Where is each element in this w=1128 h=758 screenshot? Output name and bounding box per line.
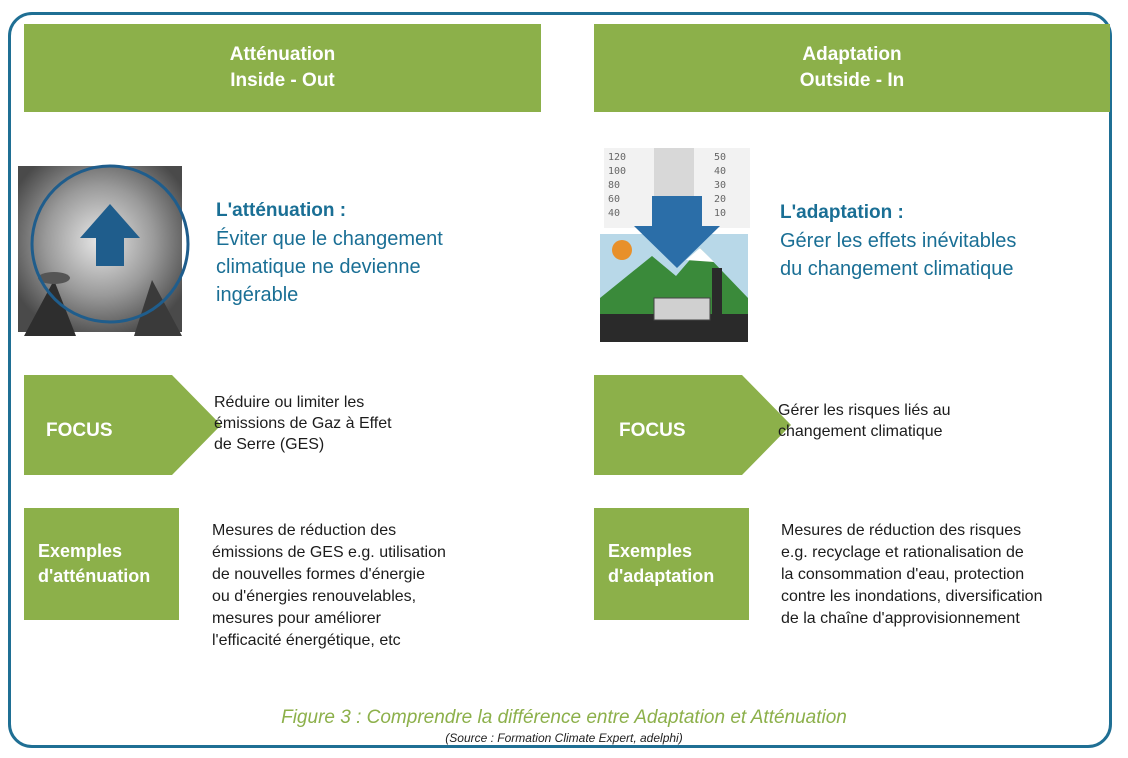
examples-text-adaptation: Mesures de réduction des risques e.g. re… [781,520,1042,630]
examples-text-line: l'efficacité énergétique, etc [212,632,401,649]
focus-text-line: émissions de Gaz à Effet [214,415,392,432]
focus-text-line: changement climatique [778,423,943,440]
examples-text-line: ou d'énergies renouvelables, [212,588,417,605]
examples-text-line: émissions de GES e.g. utilisation [212,544,446,561]
examples-text-line: contre les inondations, diversification [781,588,1043,605]
definition-adaptation-line: Gérer les effets inévitables [780,230,1017,252]
tick-right-5: 10 [714,208,726,219]
definition-attenuation-title: L'atténuation : [216,200,347,221]
header-attenuation: Atténuation Inside - Out [24,24,541,112]
examples-box-attenuation: Exemples d'atténuation [24,508,179,620]
header-attenuation-title: Atténuation [229,44,336,65]
figure-caption: Figure 3 : Comprendre la différence entr… [281,707,847,728]
header-adaptation-subtitle: Outside - In [799,70,905,91]
focus-arrow-adaptation: FOCUS [594,375,791,475]
tick-right-1: 50 [714,152,726,163]
smokestack-arrow-up-icon [14,160,204,336]
focus-label-adaptation: FOCUS [619,420,686,441]
examples-text-line: e.g. recyclage et rationalisation de [781,544,1024,561]
tick-left-4: 60 [608,194,620,205]
focus-text-attenuation: Réduire ou limiter les émissions de Gaz … [214,392,392,455]
focus-text-line: Gérer les risques liés au [778,402,951,419]
examples-label: Exemples [38,541,123,561]
focus-text-line: de Serre (GES) [214,436,325,453]
focus-label-attenuation: FOCUS [46,420,113,441]
tick-left-1: 120 [608,152,626,163]
focus-text-line: Réduire ou limiter les [214,394,365,411]
figure-frame [8,12,1112,748]
definition-attenuation-line: climatique ne devienne [216,256,421,278]
examples-text-line: de nouvelles formes d'énergie [212,566,425,583]
examples-text-line: mesures pour améliorer [212,610,381,627]
header-adaptation-title: Adaptation [802,44,902,65]
examples-label: Exemples [608,541,693,561]
tick-right-3: 30 [714,180,726,191]
definition-adaptation-title: L'adaptation : [780,202,904,223]
figure-source: (Source : Formation Climate Expert, adel… [445,731,683,745]
tick-right-4: 20 [714,194,726,205]
tick-right-2: 40 [714,166,726,177]
definition-adaptation-line: du changement climatique [780,258,1014,280]
examples-text-attenuation: Mesures de réduction des émissions de GE… [212,520,446,652]
examples-text-line: Mesures de réduction des [212,522,397,539]
header-adaptation: Adaptation Outside - In [594,24,1110,112]
examples-text-line: la consommation d'eau, protection [781,566,1025,583]
examples-box-adaptation: Exemples d'adaptation [594,508,749,620]
focus-text-adaptation: Gérer les risques liés au changement cli… [778,400,951,442]
definition-attenuation-line: ingérable [216,284,299,306]
definition-adaptation-text: Gérer les effets inévitables du changeme… [780,227,1016,283]
focus-arrow-attenuation: FOCUS [24,375,221,475]
examples-text-line: Mesures de réduction des risques [781,522,1022,539]
thermometer-arrow-down-icon: 120 100 80 60 40 50 40 30 20 10 [594,148,764,342]
header-attenuation-subtitle: Inside - Out [230,70,335,91]
definition-attenuation-line: Éviter que le changement [216,228,443,250]
examples-text-line: de la chaîne d'approvisionnement [781,610,1020,627]
examples-label: d'atténuation [38,566,151,586]
definition-attenuation-text: Éviter que le changement climatique ne d… [216,225,443,309]
tick-left-5: 40 [608,208,620,219]
tick-left-2: 100 [608,166,626,177]
tick-left-3: 80 [608,180,620,191]
examples-label: d'adaptation [608,566,715,586]
